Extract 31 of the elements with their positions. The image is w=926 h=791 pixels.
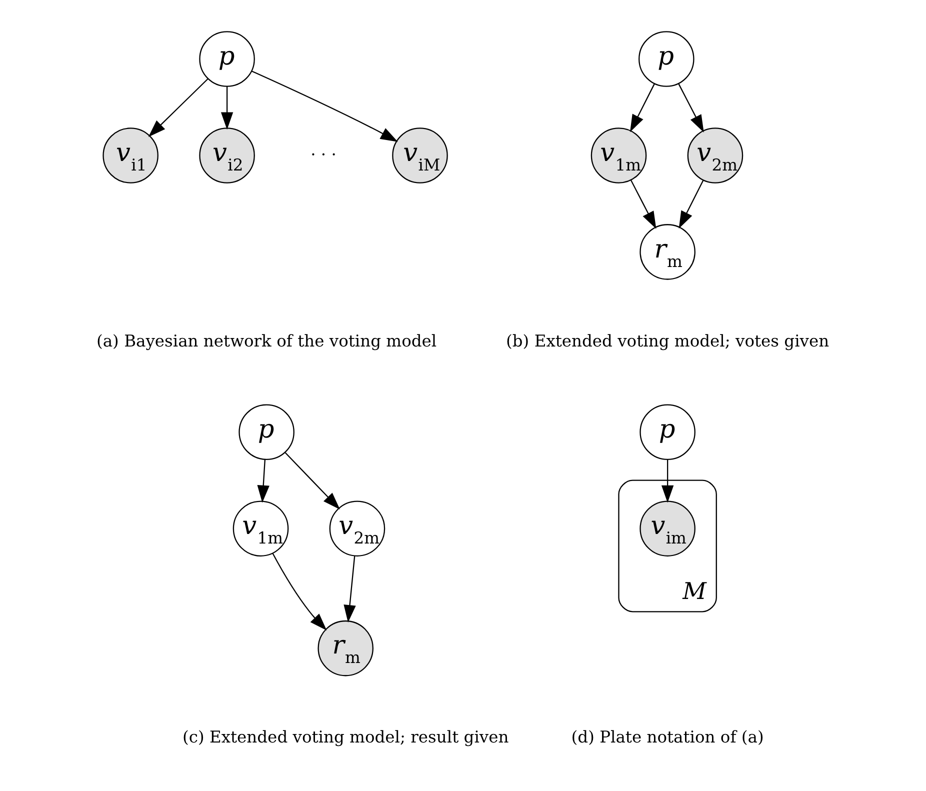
label: (b) Extended voting model; votes given: [506, 331, 830, 350]
node-circle: r$_{m}$: [318, 620, 374, 676]
label: (d) Plate notation of (a): [571, 728, 764, 747]
arrow: [661, 460, 674, 503]
arrow: [630, 180, 656, 229]
arrow: [344, 556, 356, 622]
arrow: [252, 70, 398, 142]
label: · · ·: [310, 144, 336, 164]
node-circle: v$_{2m}$: [687, 128, 744, 184]
arrow: [220, 86, 234, 130]
label: (c) Extended voting model; result given: [182, 728, 509, 747]
node-circle: r$_{m}$: [640, 224, 696, 280]
node-circle: p: [640, 404, 696, 460]
label: (a) Bayesian network of the voting model: [96, 331, 437, 350]
arrow: [630, 84, 655, 132]
node-circle: v$_{1m}$: [232, 500, 289, 556]
node-circle: v$_{i1}$: [102, 128, 158, 184]
arrow: [678, 84, 704, 132]
node-circle: v$_{2m}$: [329, 500, 386, 556]
node-circle: v$_{im}$: [640, 500, 696, 556]
node-circle: p: [238, 404, 294, 460]
arrow: [678, 180, 704, 229]
arrow: [272, 553, 327, 630]
node-circle: p: [199, 31, 255, 87]
arrow: [148, 78, 208, 137]
arrow: [257, 459, 270, 503]
node-circle: v$_{iM}$: [392, 128, 448, 184]
node-circle: v$_{i2}$: [199, 128, 255, 184]
node-circle: p: [638, 31, 694, 87]
arrow: [284, 452, 340, 510]
node-circle: v$_{1m}$: [590, 128, 647, 184]
